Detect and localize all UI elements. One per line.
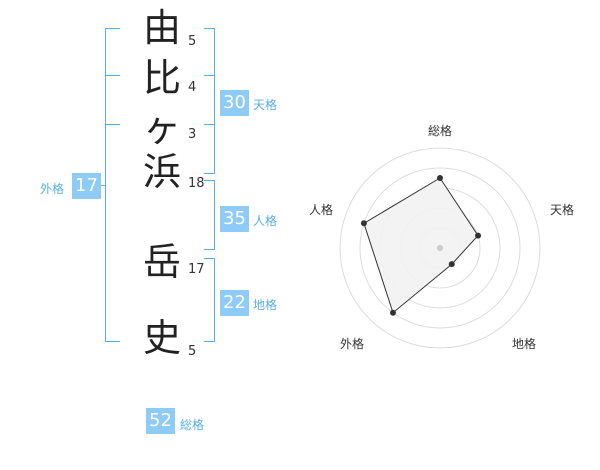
tenkaku-value: 30 <box>220 90 249 116</box>
tenkaku-label: 天格 <box>253 98 278 112</box>
tenkaku-tick-mid1 <box>204 75 214 76</box>
name-char-2: 比 <box>142 56 181 100</box>
gaikaku-tick <box>100 185 106 186</box>
left-tick-mid1 <box>106 75 120 76</box>
soukaku-value: 52 <box>146 408 175 434</box>
name-char-5: 岳 <box>142 240 181 284</box>
radar-ring-4 <box>359 167 521 329</box>
gaikaku-label: 外格 <box>40 182 65 196</box>
stroke-count-6: 5 <box>188 344 197 359</box>
stroke-count-1: 5 <box>188 34 197 49</box>
radar-polygon <box>363 177 479 314</box>
chikaku-value: 22 <box>220 290 249 316</box>
jinkaku-bracket <box>204 180 215 250</box>
name-char-4: 浜 <box>142 150 181 194</box>
name-char-1: 由 <box>142 6 181 50</box>
radar-center <box>437 245 443 251</box>
radar-ring-5 <box>339 147 541 349</box>
radar-label-jinkaku: 人格 <box>309 203 334 217</box>
stroke-count-5: 17 <box>188 262 205 277</box>
stroke-count-4: 18 <box>188 176 205 191</box>
radar-point-gaikaku <box>389 309 396 316</box>
radar-label-chikaku: 地格 <box>512 337 537 351</box>
left-tick-mid2 <box>106 124 120 125</box>
radar-label-gaikaku: 外格 <box>340 337 365 351</box>
jinkaku-value: 35 <box>220 206 249 232</box>
radar-point-chikaku <box>448 261 455 268</box>
chikaku-label: 地格 <box>253 298 278 312</box>
soukaku-label: 総格 <box>180 418 205 432</box>
jinkaku-label: 人格 <box>253 214 278 228</box>
name-char-6: 史 <box>142 316 181 360</box>
stroke-count-3: 3 <box>188 127 197 142</box>
radar-label-tenkaku: 天格 <box>550 203 575 217</box>
tenkaku-tick-mid2 <box>204 124 214 125</box>
chikaku-bracket <box>204 258 215 342</box>
stroke-count-2: 4 <box>188 80 197 95</box>
gaikaku-value: 17 <box>72 173 101 199</box>
radar-label-soukaku: 総格 <box>428 124 453 138</box>
name-char-3: ヶ <box>142 106 181 150</box>
radar-point-tenkaku <box>475 232 482 239</box>
radar-point-jinkaku <box>360 220 367 227</box>
radar-point-soukaku <box>437 175 443 181</box>
tenkaku-bracket <box>204 28 215 174</box>
